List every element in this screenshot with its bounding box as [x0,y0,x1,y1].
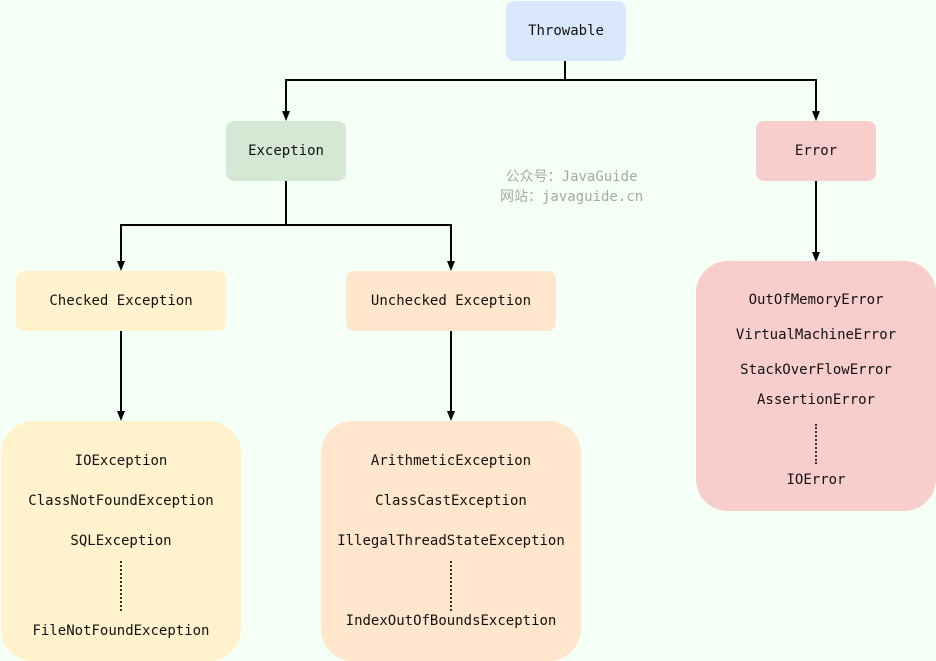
edge-throwable-exception [282,61,566,121]
list-item: VirtualMachineError [735,327,897,343]
node-exception[interactable]: Exception [226,121,346,181]
node-checked-exception[interactable]: Checked Exception [16,271,226,331]
node-error[interactable]: Error [756,121,876,181]
list-item: SQLException [70,533,172,549]
watermark-line-2: 网站：javaguide.cn [500,189,644,205]
watermark-line-1: 公众号：JavaGuide [505,169,638,185]
list-item: AssertionError [756,392,875,408]
group-errors: OutOfMemoryError VirtualMachineError Sta… [696,261,936,511]
list-item: IOException [74,453,168,469]
node-throwable[interactable]: Throwable [506,1,626,61]
group-unchecked-exceptions: ArithmeticException ClassCastException I… [321,421,581,661]
edge-exception-unchecked [286,224,455,271]
edge-throwable-error [565,79,820,121]
list-item: IllegalThreadStateException [337,533,565,549]
group-checked-exceptions: IOException ClassNotFoundException SQLEx… [1,421,241,661]
list-item: ClassCastException [375,493,527,509]
list-item: StackOverFlowError [740,362,892,378]
list-item: OutOfMemoryError [748,292,884,308]
list-item: ClassNotFoundException [28,493,214,509]
node-throwable-label: Throwable [528,23,604,39]
node-exception-label: Exception [248,143,324,159]
list-item: FileNotFoundException [32,623,210,639]
ellipsis-dots [450,561,452,611]
ellipsis-dots [120,561,122,611]
list-item: IndexOutOfBoundsException [345,613,557,629]
node-error-label: Error [794,143,838,159]
edge-exception-checked [117,181,287,271]
watermark: 公众号：JavaGuide 网站：javaguide.cn [500,167,643,207]
node-checked-exception-label: Checked Exception [49,293,193,309]
node-unchecked-exception-label: Unchecked Exception [370,293,532,309]
list-item: ArithmeticException [370,453,532,469]
ellipsis-dots [815,424,817,464]
list-item: IOError [786,472,846,488]
node-unchecked-exception[interactable]: Unchecked Exception [346,271,556,331]
